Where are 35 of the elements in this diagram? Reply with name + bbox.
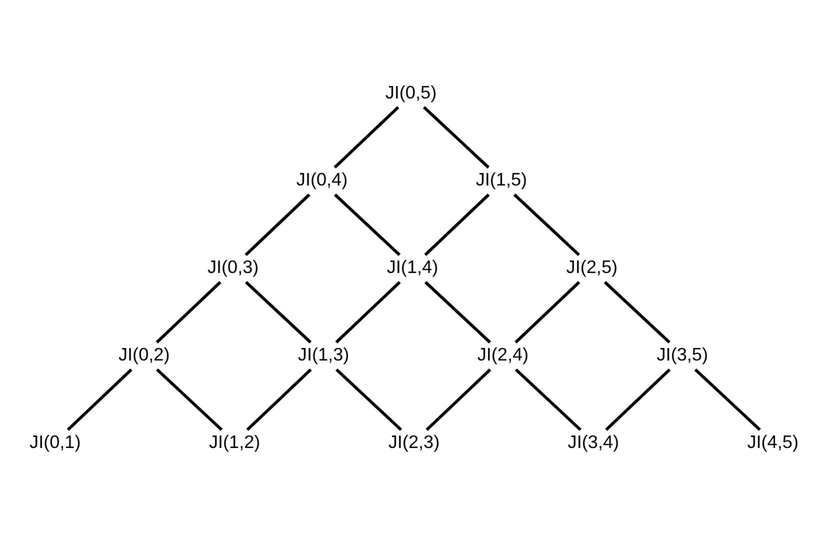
node-text: JI(2,3) [388,432,440,452]
node-text: JI(2,5) [566,256,618,277]
node-text: JI(0,1) [30,432,81,452]
connector [335,280,401,343]
connector [156,368,223,430]
connector [513,193,580,256]
connector [426,368,492,430]
connector [244,193,310,256]
connector [334,106,400,168]
node-text: JI(0,2) [118,344,170,364]
connector [604,280,670,343]
connector [66,368,132,430]
node-text: JI(1,2) [208,432,260,452]
connector [335,368,402,430]
connector [424,193,490,256]
connector [334,193,401,256]
connector [424,280,492,343]
connector [514,368,582,430]
node-text: JI(2,4) [477,344,529,364]
node-text: JI(4,5) [747,432,798,452]
connector [245,280,312,343]
node-text: JI(0,4) [296,169,348,190]
node-text: JI(1,5) [476,169,528,190]
node-text: JI(0,5) [385,82,437,102]
connector [422,106,490,168]
node-text: JI(1,3) [298,344,350,364]
connector [694,368,761,430]
node-text: JI(3,5) [656,344,708,364]
connector [156,280,222,343]
node-text: JI(3,4) [568,432,620,452]
connector [514,280,580,343]
node-text: JI(1,4) [386,256,438,277]
connector [605,368,671,430]
node-text: JI(0,3) [207,256,259,277]
connector [246,368,312,430]
